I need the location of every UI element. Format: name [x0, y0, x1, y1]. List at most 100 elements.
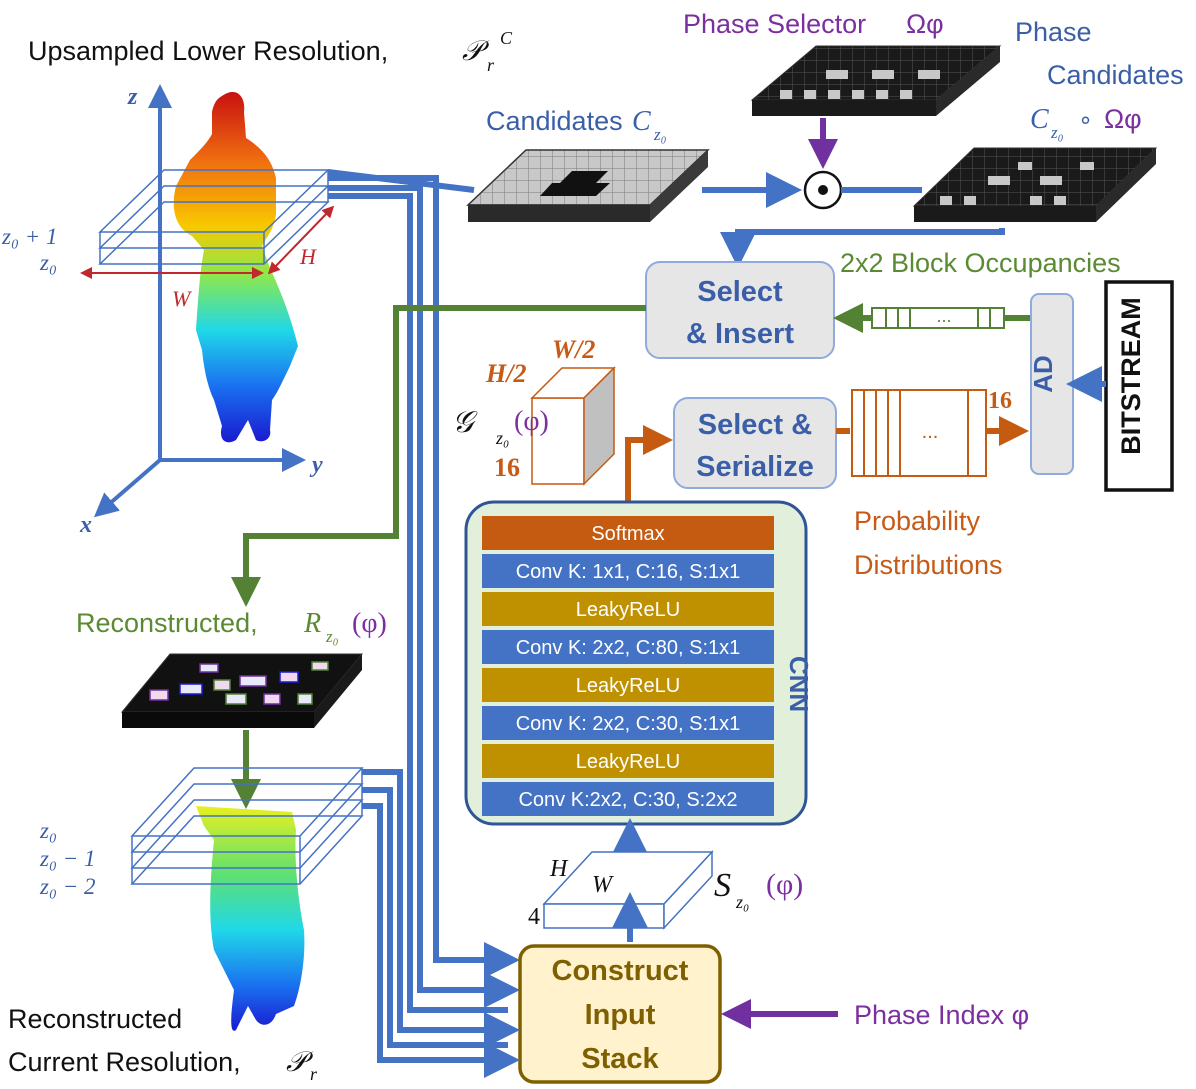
construct-label-3: Stack — [581, 1043, 659, 1075]
probability-distributions: ... 16 Probability Distributions — [836, 388, 1029, 580]
phase-candidates-operator: ∘ — [1078, 108, 1093, 134]
z0-plus1-label: z₀ + 1 — [1, 224, 57, 249]
select-insert-label-2: & Insert — [686, 318, 794, 350]
phase-selector-label: Phase Selector — [683, 9, 866, 39]
upsampled-subscript: r — [487, 55, 495, 75]
phase-selector-symbol: Ωφ — [906, 9, 944, 39]
phase-candidates-subscript: z₀ — [1050, 123, 1064, 142]
prob-channel-label: 16 — [988, 388, 1012, 414]
upsampled-symbol: 𝒫 — [462, 36, 490, 67]
cnn-layer-label: Softmax — [591, 523, 664, 545]
s-depth-label: 4 — [528, 904, 540, 930]
reconstructed-phi: (φ) — [352, 608, 387, 639]
cnn-layer-conv — [482, 630, 774, 664]
reconstructed-symbol: R — [303, 608, 321, 639]
reconstructed-grid: Reconstructed, R z₀ (φ) — [76, 608, 387, 728]
s-subscript: z₀ — [735, 892, 749, 912]
bitstream-label: BITSTREAM — [1116, 297, 1146, 455]
cnn-layer-act — [482, 592, 774, 626]
phase-candidates-omega: Ωφ — [1104, 104, 1142, 134]
prob-dots: ... — [922, 421, 939, 443]
g-phi: (φ) — [514, 406, 549, 437]
g-subscript: z₀ — [495, 428, 509, 448]
prob-dist-label-2: Distributions — [854, 550, 1003, 580]
upsampled-superscript: C — [500, 28, 513, 48]
cnn-layer-conv — [482, 782, 774, 816]
cnn-layer-conv — [482, 554, 774, 588]
select-serialize-label-2: Serialize — [696, 451, 814, 483]
phase-index-label: Phase Index φ — [854, 1000, 1029, 1030]
s-symbol: S — [714, 867, 731, 904]
cnn-label: CNN — [784, 656, 814, 712]
cnn-layer-label: LeakyReLU — [576, 675, 681, 697]
select-insert-block: Select & Insert — [645, 261, 835, 359]
select-serialize-label-1: Select & — [698, 409, 812, 441]
person-point-cloud-top — [173, 91, 298, 443]
construct-input-stack-block: Construct Input Stack — [518, 944, 722, 1084]
reconstructed-current-resolution: z₀ z₀ − 1 z₀ − 2 Reconstructed Current R… — [8, 767, 364, 1084]
arithmetic-decoder-block: AD — [1028, 293, 1074, 475]
cnn-layer-label: Conv K: 1x1, C:16, S:1x1 — [516, 561, 741, 583]
candidates-symbol: C — [632, 106, 651, 137]
recon-current-subscript: r — [310, 1064, 318, 1084]
z-axis-label: z — [127, 84, 138, 110]
cnn-layer-softmax — [482, 516, 774, 550]
select-insert-label-1: Select — [697, 276, 783, 308]
hadamard-product-node — [803, 170, 843, 210]
ad-label: AD — [1028, 355, 1058, 393]
height-dimension — [267, 205, 335, 275]
recon-current-label-2: Current Resolution, — [8, 1047, 241, 1077]
z0-low-label: z₀ — [39, 818, 57, 843]
bitstream-block: BITSTREAM — [1104, 280, 1174, 492]
width-label: W — [172, 286, 192, 311]
block-occupancy-sequence: ... — [833, 303, 1030, 333]
g-channel-label: 16 — [494, 453, 520, 482]
g-tensor-cube: W/2 H/2 𝒢 z₀ (φ) 16 — [452, 335, 616, 486]
candidates-grid: Candidates C z₀ — [466, 106, 710, 222]
block-occupancies-label: 2x2 Block Occupancies — [840, 248, 1121, 278]
current-slab-connectors — [362, 769, 520, 1078]
cnn-layer-conv — [482, 706, 774, 740]
recon-current-label-1: Reconstructed — [8, 1004, 182, 1034]
cnn-layer-act — [482, 744, 774, 778]
s-tensor-slab: H W 4 S z₀ (φ) — [528, 850, 803, 930]
cnn-layer-act — [482, 668, 774, 702]
s-phi: (φ) — [766, 868, 803, 901]
phase-candidates-label-1: Phase — [1015, 17, 1092, 47]
cnn-to-select-serialize-arrow — [625, 425, 673, 516]
slab-connectors — [327, 169, 520, 1013]
reconstructed-label: Reconstructed, — [76, 608, 258, 638]
s-width-label: W — [592, 872, 614, 898]
cnn-layer-label: Conv K:2x2, C:30, S:2x2 — [518, 789, 737, 811]
phase-candidates-label-2: Candidates — [1047, 60, 1184, 90]
select-insert-to-reconstructed-arrow — [231, 305, 646, 607]
candidates-subscript: z₀ — [653, 125, 667, 144]
construct-label-1: Construct — [552, 955, 689, 987]
x-axis — [93, 458, 162, 518]
person-point-cloud-bottom — [196, 806, 305, 1031]
cnn-layer-label: Conv K: 2x2, C:30, S:1x1 — [516, 713, 741, 735]
y-axis-label: y — [309, 452, 323, 478]
height-label: H — [299, 244, 317, 269]
z0-minus2-label: z₀ − 2 — [39, 874, 95, 899]
x-axis-label: x — [79, 512, 92, 538]
s-height-label: H — [549, 856, 569, 882]
phase-candidates-to-select-insert-arrow — [720, 228, 1005, 268]
z0-minus1-label: z₀ − 1 — [39, 846, 95, 871]
prob-dist-label-1: Probability — [854, 506, 981, 536]
g-width-label: W/2 — [552, 335, 595, 364]
upsampled-title: Upsampled Lower Resolution, — [28, 36, 388, 66]
cnn-layer-label: LeakyReLU — [576, 751, 681, 773]
occupancy-dots: ... — [936, 306, 951, 326]
reconstructed-subscript: z₀ — [325, 627, 339, 646]
construct-label-2: Input — [585, 999, 656, 1031]
select-serialize-block: Select & Serialize — [673, 397, 837, 489]
candidates-label: Candidates — [486, 106, 623, 136]
cnn-layer-label: LeakyReLU — [576, 599, 681, 621]
phase-selector: Phase Selector Ωφ — [683, 9, 1002, 116]
g-height-label: H/2 — [485, 359, 526, 388]
phase-candidates: Phase Candidates C z₀ ∘ Ωφ — [912, 17, 1184, 222]
